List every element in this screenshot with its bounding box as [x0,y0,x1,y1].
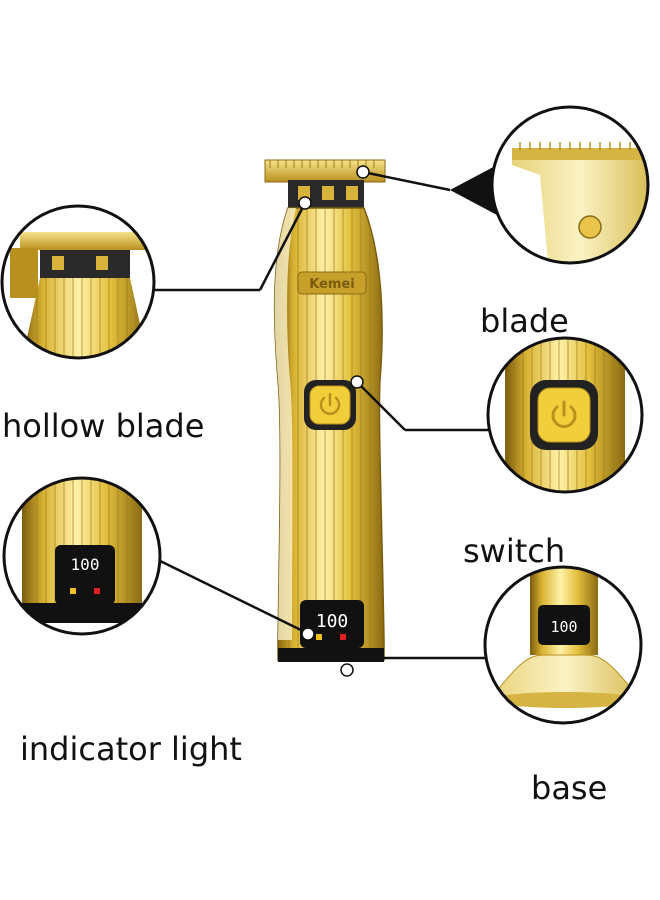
trimmer-body: Kemei 100 [264,159,386,662]
indicator-readout: 100 [71,555,100,574]
blade-teeth [269,160,375,168]
indicator-light-detail: 100 [2,476,162,636]
trimmer-base-band [278,648,384,662]
base-label: base [531,769,608,807]
blade-label: blade [480,302,569,340]
hollow-blade-label: hollow blade [2,407,205,445]
blade-detail [490,105,650,265]
brand-plate [297,271,367,295]
callout-dots [298,165,370,677]
display-readout: 100 [316,611,349,632]
hollow-blade-detail [0,204,156,360]
brand-mark: Kemei [309,277,354,292]
callout-pointers [450,165,497,215]
switch-detail [486,336,644,494]
base-detail: 100 [483,565,643,725]
base-readout: 100 [550,618,577,636]
power-icon [319,392,341,415]
callout-lines [148,170,490,660]
switch-label: switch [463,532,566,570]
indicator-light-label: indicator light [20,730,242,768]
